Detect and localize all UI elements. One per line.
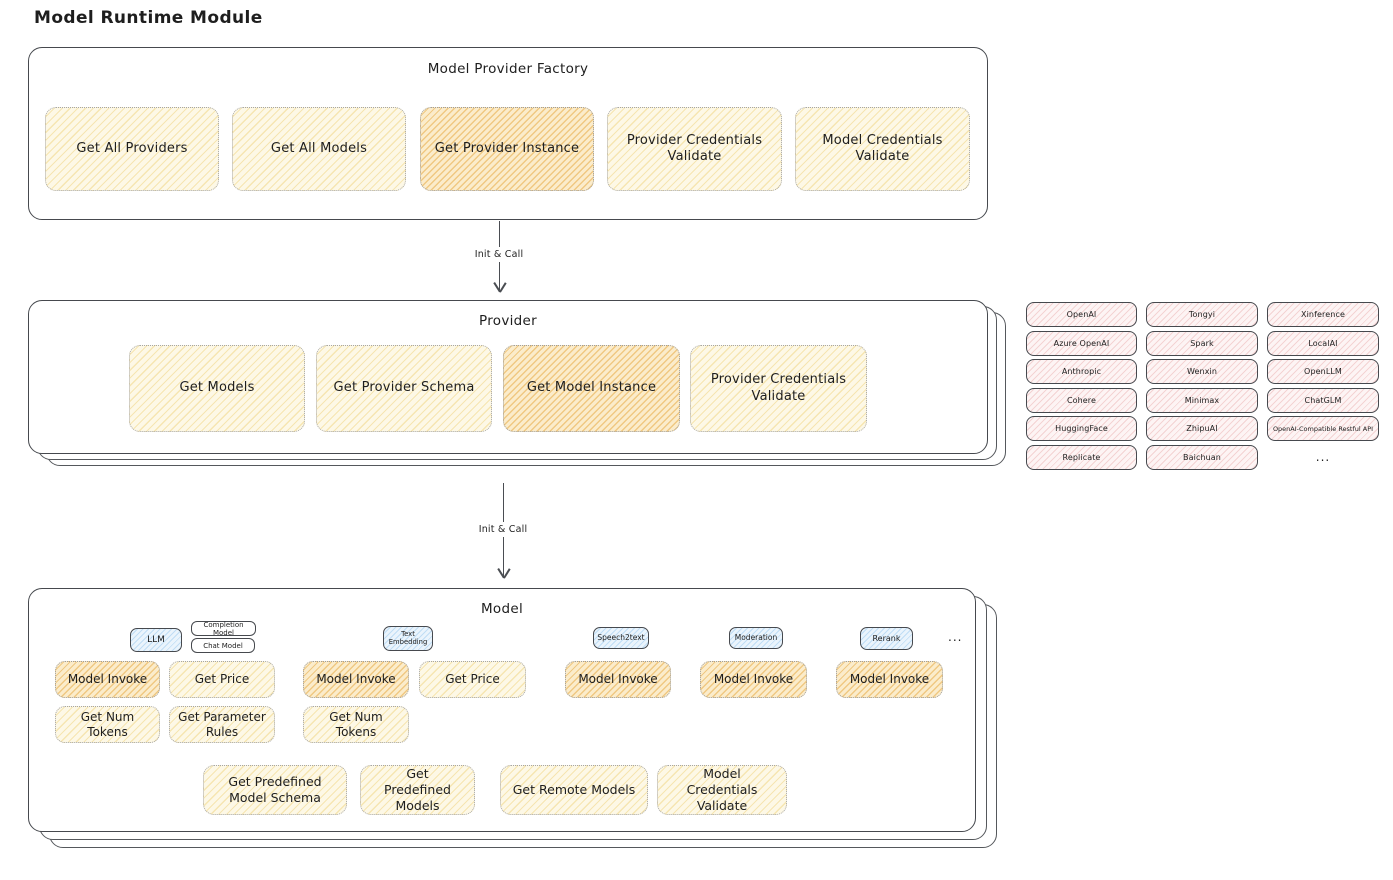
provider-pill-zhipuai: ZhipuAI bbox=[1146, 416, 1258, 442]
provider-pill-huggingface: HuggingFace bbox=[1026, 416, 1137, 442]
factory-panel-title: Model Provider Factory bbox=[427, 61, 589, 77]
model-op-llm-get-price: Get Price bbox=[169, 661, 275, 698]
provider-pill-replicate: Replicate bbox=[1026, 444, 1137, 470]
factory-box-model-credentials-validate: Model Credentials Validate bbox=[795, 107, 970, 191]
provider-panel-title: Provider bbox=[479, 313, 537, 329]
tag-chat-model: Chat Model bbox=[191, 638, 255, 653]
init-call-label-1: Init & Call bbox=[469, 247, 529, 262]
tag-moderation: Moderation bbox=[729, 627, 783, 649]
model-box-get-predefined-models: Get Predefined Models bbox=[360, 765, 475, 815]
provider-pill-anthropic: Anthropic bbox=[1026, 359, 1137, 385]
tag-speech2text: Speech2text bbox=[593, 627, 649, 649]
factory-box-provider-credentials-validate: Provider Credentials Validate bbox=[607, 107, 782, 191]
provider-pill-azure-openai: Azure OpenAI bbox=[1026, 330, 1137, 356]
model-op-rerank-model-invoke: Model Invoke bbox=[836, 661, 943, 698]
provider-pill-localai: LocalAI bbox=[1267, 330, 1379, 356]
tag-text-embedding: Text Embedding bbox=[383, 626, 433, 651]
provider-pill-xinference: Xinference bbox=[1267, 302, 1379, 327]
tag-rerank: Rerank bbox=[860, 627, 913, 650]
model-panel-title: Model bbox=[480, 601, 524, 617]
diagram-title: Model Runtime Module bbox=[34, 8, 263, 28]
model-box-get-predefined-model-schema: Get Predefined Model Schema bbox=[203, 765, 347, 815]
model-op-moderation-model-invoke: Model Invoke bbox=[700, 661, 807, 698]
providers-grid: OpenAI Tongyi Xinference Azure OpenAI Sp… bbox=[1026, 302, 1379, 470]
factory-box-get-all-models: Get All Models bbox=[232, 107, 406, 191]
tag-llm: LLM bbox=[130, 628, 182, 652]
model-op-embedding-get-num-tokens: Get Num Tokens bbox=[303, 706, 409, 743]
init-call-label-2: Init & Call bbox=[473, 522, 533, 537]
model-op-llm-get-parameter-rules: Get Parameter Rules bbox=[169, 706, 275, 743]
model-op-llm-model-invoke: Model Invoke bbox=[55, 661, 160, 698]
provider-pill-openai-compatible-restful-api: OpenAI-Compatible Restful API bbox=[1267, 416, 1379, 442]
model-op-llm-get-num-tokens: Get Num Tokens bbox=[55, 706, 160, 743]
provider-pill-cohere: Cohere bbox=[1026, 387, 1137, 413]
model-box-get-remote-models: Get Remote Models bbox=[500, 765, 648, 815]
provider-box-get-model-instance: Get Model Instance bbox=[503, 345, 680, 432]
provider-box-provider-credentials-validate: Provider Credentials Validate bbox=[690, 345, 867, 432]
model-op-embedding-model-invoke: Model Invoke bbox=[303, 661, 409, 698]
provider-pill-minimax: Minimax bbox=[1146, 387, 1258, 413]
provider-box-get-provider-schema: Get Provider Schema bbox=[316, 345, 492, 432]
provider-pill-chatglm: ChatGLM bbox=[1267, 387, 1379, 413]
providers-more-ellipsis: ... bbox=[1315, 450, 1331, 465]
model-op-embedding-get-price: Get Price bbox=[419, 661, 526, 698]
provider-pill-tongyi: Tongyi bbox=[1146, 302, 1258, 327]
tag-completion-model: Completion Model bbox=[191, 621, 256, 637]
model-tags-more-ellipsis: ... bbox=[948, 630, 963, 644]
factory-box-get-provider-instance: Get Provider Instance bbox=[420, 107, 594, 191]
provider-pill-wenxin: Wenxin bbox=[1146, 359, 1258, 385]
provider-box-get-models: Get Models bbox=[129, 345, 305, 432]
provider-pill-openllm: OpenLLM bbox=[1267, 359, 1379, 385]
model-box-model-credentials-validate: Model Credentials Validate bbox=[657, 765, 787, 815]
model-op-speech2text-model-invoke: Model Invoke bbox=[565, 661, 671, 698]
provider-pill-spark: Spark bbox=[1146, 330, 1258, 356]
factory-box-get-all-providers: Get All Providers bbox=[45, 107, 219, 191]
provider-pill-openai: OpenAI bbox=[1026, 302, 1137, 327]
provider-pill-baichuan: Baichuan bbox=[1146, 444, 1258, 470]
